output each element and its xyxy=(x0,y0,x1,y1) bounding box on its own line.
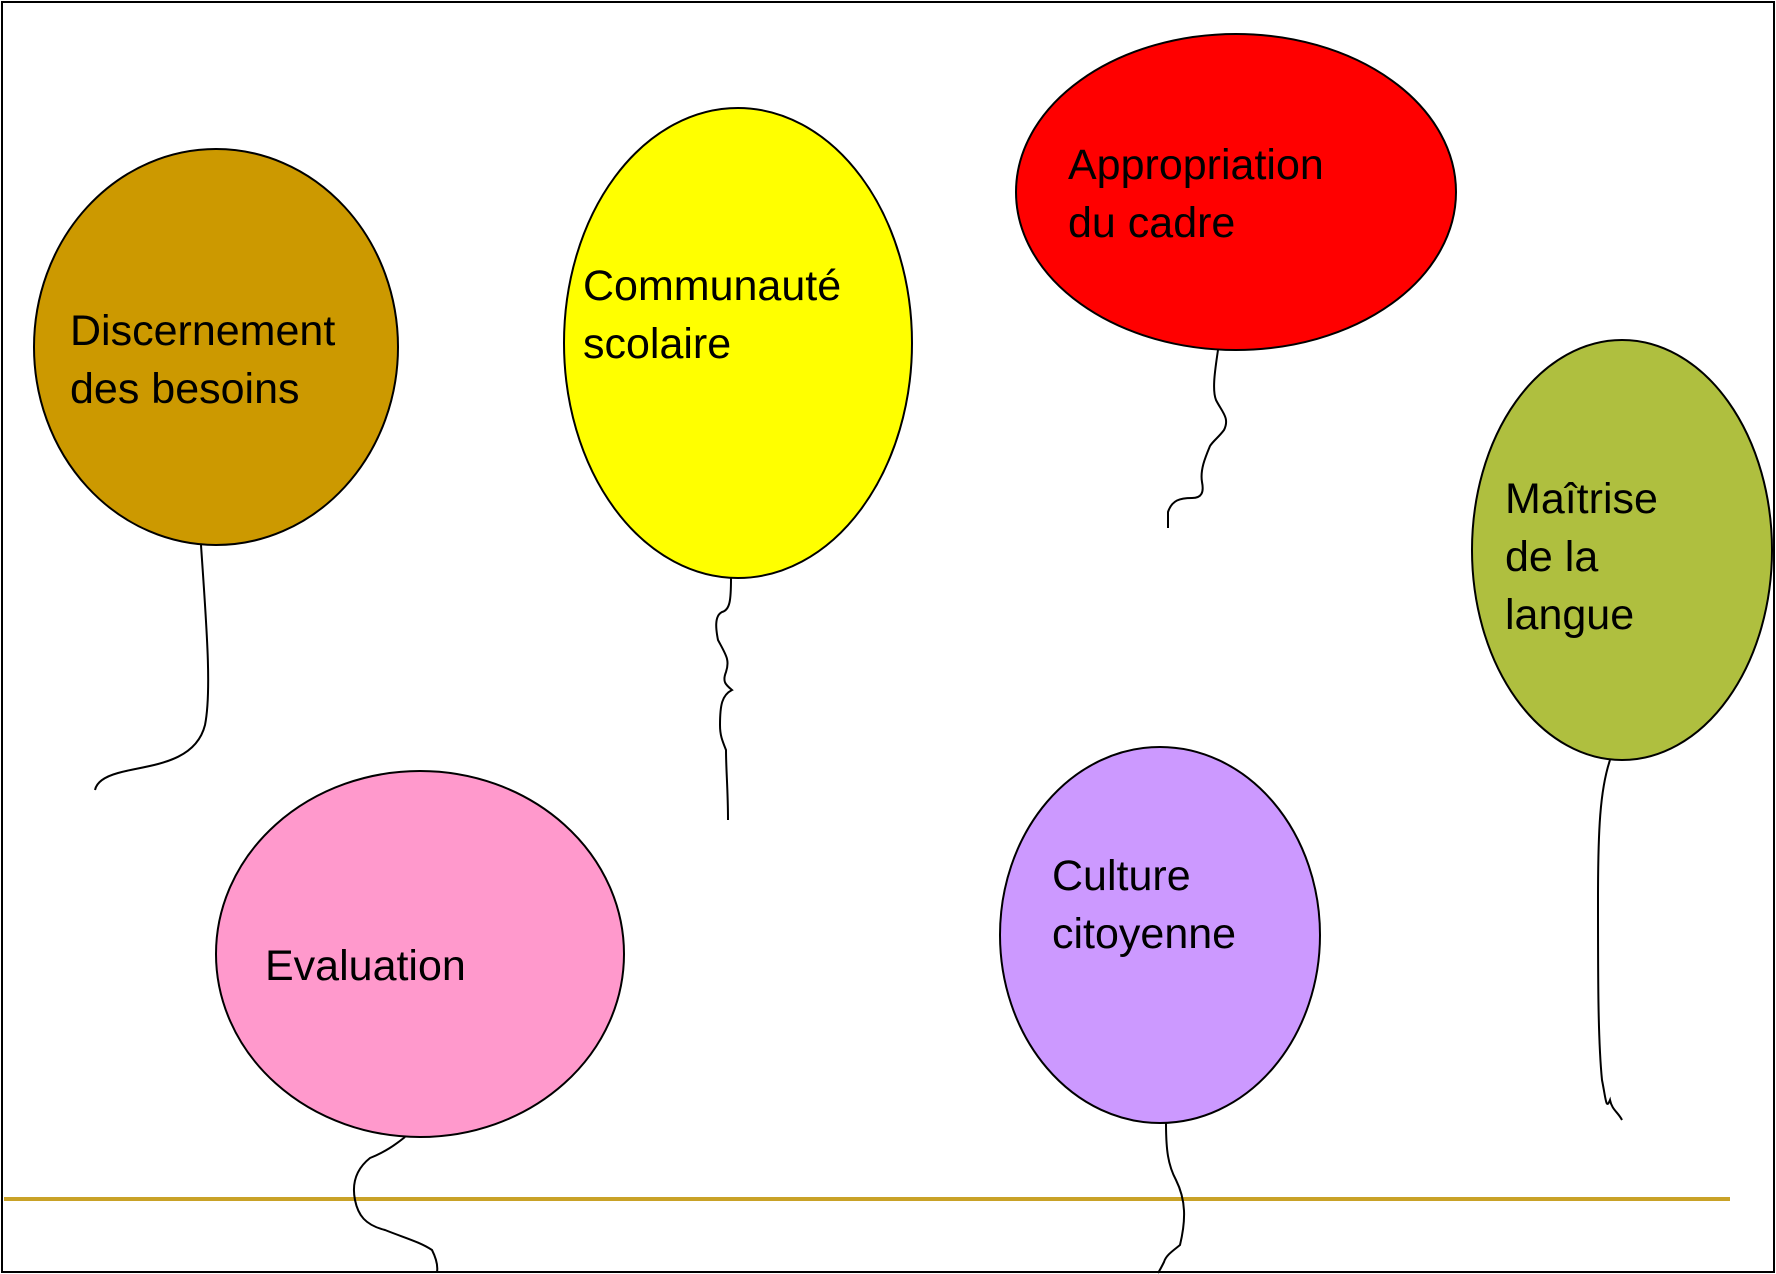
balloon-string xyxy=(715,577,734,821)
balloon-label-line: du cadre xyxy=(1068,199,1235,247)
balloon-shape xyxy=(999,746,1321,1124)
balloon-label: Discernement des besoins xyxy=(70,307,347,413)
balloon-label-line: Discernement xyxy=(70,307,335,355)
balloon-label-line: scolaire xyxy=(583,320,731,368)
balloon-shape xyxy=(1015,33,1457,351)
balloon-appropriation: Appropriation du cadre xyxy=(1015,33,1457,528)
balloon-label-line: Appropriation xyxy=(1068,141,1324,189)
balloon-string xyxy=(1167,349,1228,528)
balloon-label-line: des besoins xyxy=(70,365,300,413)
balloon-string xyxy=(1596,759,1623,1121)
balloon-shape xyxy=(33,148,399,546)
balloon-culture: Culture citoyenne xyxy=(999,746,1321,1274)
balloon-label-line: citoyenne xyxy=(1052,910,1236,958)
balloon-string xyxy=(1157,1122,1186,1274)
balloon-communaute: Communauté scolaire xyxy=(563,107,913,821)
balloon-maitrise: Maîtrise de la langue xyxy=(1471,339,1773,1121)
balloon-label: Appropriation du cadre xyxy=(1068,141,1336,247)
balloon-shape xyxy=(563,107,913,579)
balloon-string xyxy=(352,1136,439,1273)
balloon-shape xyxy=(1471,339,1773,761)
balloon-string xyxy=(94,544,210,791)
balloon-label: Culture citoyenne xyxy=(1052,852,1236,958)
balloon-label-line: Maîtrise xyxy=(1505,475,1658,523)
balloon-shape xyxy=(215,770,625,1138)
balloon-label-line: Evaluation xyxy=(265,942,466,990)
balloon-label-line: Culture xyxy=(1052,852,1191,900)
balloon-label: Evaluation xyxy=(265,942,466,990)
balloon-label-line: Communauté xyxy=(583,262,841,310)
balloon-evaluation: Evaluation xyxy=(215,770,625,1273)
balloon-discernement: Discernement des besoins xyxy=(33,148,399,791)
balloon-label-line: langue xyxy=(1505,591,1634,639)
balloon-label-line: de la xyxy=(1505,533,1598,581)
balloon-label: Maîtrise de la langue xyxy=(1505,475,1670,639)
balloon-label: Communauté scolaire xyxy=(583,262,853,368)
